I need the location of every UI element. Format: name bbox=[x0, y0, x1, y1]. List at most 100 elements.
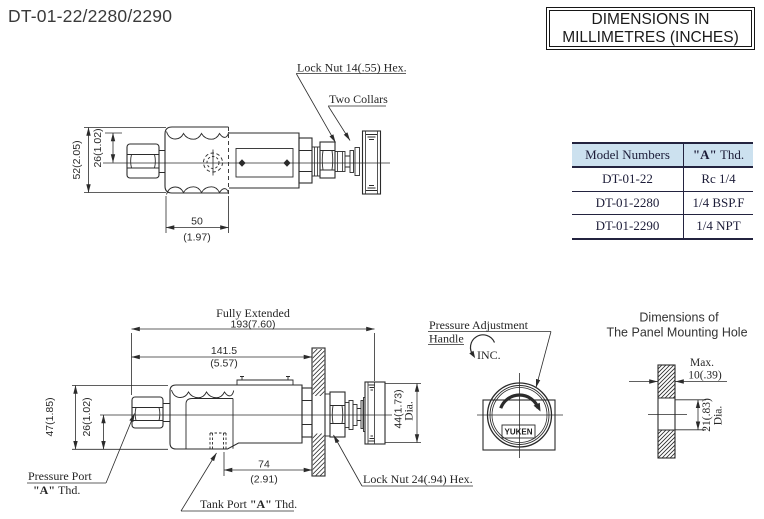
panel-dim-10: 10(.39) bbox=[688, 370, 722, 382]
tank-port-hidden-lines bbox=[209, 432, 227, 449]
top-knob-body bbox=[164, 126, 230, 195]
hatch-line bbox=[315, 466, 325, 476]
units-note-box: DIMENSIONS IN MILLIMETRES (INCHES) bbox=[546, 7, 755, 50]
lock-nut-24-label: Lock Nut 24(.94) Hex. bbox=[363, 472, 473, 486]
hatch-line bbox=[319, 390, 325, 396]
hatch-line bbox=[312, 368, 325, 382]
side-hex-adapter bbox=[301, 387, 313, 438]
side-dim-26: 26(1.02) bbox=[81, 397, 93, 436]
top-view-drawing bbox=[84, 73, 406, 233]
hatch-line bbox=[312, 457, 325, 471]
hatch-line bbox=[673, 456, 675, 458]
hatch-line bbox=[312, 433, 318, 439]
hatch-line bbox=[312, 434, 325, 448]
top-mid-block bbox=[229, 132, 300, 189]
hatch-line bbox=[658, 430, 659, 431]
hatch-line bbox=[658, 371, 675, 390]
table-row: DT-01-2280 1/4 BSP.F bbox=[572, 191, 753, 215]
hatch-line bbox=[312, 350, 325, 364]
hatch-line bbox=[312, 461, 325, 475]
units-line-2: MILLIMETRES (INCHES) bbox=[562, 28, 739, 46]
top-dimensions bbox=[84, 73, 406, 233]
hatch-line bbox=[658, 430, 671, 443]
rotation-arrowhead bbox=[533, 402, 541, 412]
hatch-line bbox=[314, 386, 325, 396]
two-collars-label: Two Collars bbox=[329, 92, 388, 106]
hatch-line bbox=[312, 448, 325, 462]
hatch-line bbox=[312, 381, 325, 395]
hatch-line bbox=[668, 391, 675, 398]
inc-arrow bbox=[469, 334, 496, 359]
page-title: DT-01-22/2280/2290 bbox=[8, 6, 173, 26]
pressure-port-thd: "A" Thd. bbox=[33, 483, 80, 497]
pressure-port-label: Pressure Port bbox=[28, 469, 92, 483]
top-dim-52: 52(2.05) bbox=[71, 140, 83, 179]
fully-extended-label: Fully Extended bbox=[216, 306, 290, 320]
panel-hole-hatch-bottom bbox=[658, 430, 675, 458]
hatch-line bbox=[660, 383, 675, 398]
hatch-line bbox=[658, 430, 675, 447]
top-dim-26: 26(1.02) bbox=[92, 128, 104, 167]
lock-nut-14-label: Lock Nut 14(.55) Hex. bbox=[297, 61, 407, 75]
side-dim-141-in: (5.57) bbox=[210, 358, 237, 370]
hatch-line bbox=[312, 377, 325, 391]
side-dim-44: 44(1.73) bbox=[393, 389, 405, 428]
top-dim-50-in: (1.97) bbox=[183, 232, 210, 244]
panel-hatch-bottom bbox=[312, 433, 325, 476]
hatch-line bbox=[658, 379, 675, 398]
nameplate bbox=[236, 379, 294, 385]
top-port-nut bbox=[126, 143, 160, 179]
hatch-line bbox=[312, 349, 318, 355]
hatch-line bbox=[658, 375, 675, 394]
rotation-arrow bbox=[499, 393, 540, 409]
hatch-line bbox=[658, 365, 667, 374]
top-dim-50: 50 bbox=[191, 216, 203, 228]
side-dim-141: 141.5 bbox=[211, 345, 237, 357]
hatch-line bbox=[312, 443, 325, 457]
side-locknut-stack bbox=[324, 391, 366, 438]
hatch-line bbox=[658, 440, 675, 458]
hatch-line bbox=[658, 365, 671, 378]
panel-hole-title-1: Dimensions of bbox=[639, 311, 719, 325]
panel-hole-hatch-top bbox=[658, 365, 675, 398]
hatch-line bbox=[669, 452, 675, 458]
pressure-adjustment-label: Pressure Adjustment bbox=[429, 318, 529, 332]
table-row: DT-01-2290 1/4 NPT bbox=[572, 215, 753, 240]
mounting-panel bbox=[311, 347, 326, 477]
side-valve-body bbox=[169, 376, 303, 450]
side-handle bbox=[364, 381, 386, 445]
hatch-line bbox=[312, 354, 325, 368]
model-table: Model Numbers "A" Thd. DT-01-22 Rc 1/4 D… bbox=[572, 142, 753, 240]
panel-dim-21: 21(.83) bbox=[701, 398, 713, 432]
hatch-line bbox=[658, 365, 675, 382]
hatch-line bbox=[312, 433, 323, 444]
hatch-line bbox=[312, 433, 314, 435]
hatch-line bbox=[312, 349, 323, 359]
hatch-line bbox=[312, 363, 325, 377]
table-row: DT-01-22 Rc 1/4 bbox=[572, 168, 753, 192]
hatch-line bbox=[312, 452, 325, 466]
top-adjuster-stack bbox=[298, 137, 360, 184]
hatch-line bbox=[312, 439, 325, 453]
hatch-line bbox=[664, 387, 675, 398]
side-dim-193: 193(7.60) bbox=[231, 319, 276, 331]
tank-port-label: Tank Port "A" Thd. bbox=[200, 497, 297, 511]
handle-front-view bbox=[428, 331, 563, 458]
hatch-line bbox=[661, 444, 675, 458]
hatch-line bbox=[319, 470, 325, 476]
yuken-logo-box bbox=[501, 424, 536, 439]
hatch-line bbox=[658, 430, 667, 439]
hatch-line bbox=[312, 349, 314, 350]
top-port-stub bbox=[158, 150, 165, 173]
side-dia-label: Dia. bbox=[404, 401, 416, 421]
side-dim-74-in: (2.91) bbox=[250, 474, 277, 486]
inc-label: INC. bbox=[477, 348, 501, 362]
handle-label: Handle bbox=[429, 332, 464, 346]
hatch-line bbox=[658, 432, 675, 451]
panel-dia-label: Dia. bbox=[713, 406, 725, 426]
panel-hole-title-2: The Panel Mounting Hole bbox=[606, 326, 747, 340]
side-port-nut bbox=[131, 396, 170, 429]
units-line-1: DIMENSIONS IN bbox=[591, 10, 710, 28]
